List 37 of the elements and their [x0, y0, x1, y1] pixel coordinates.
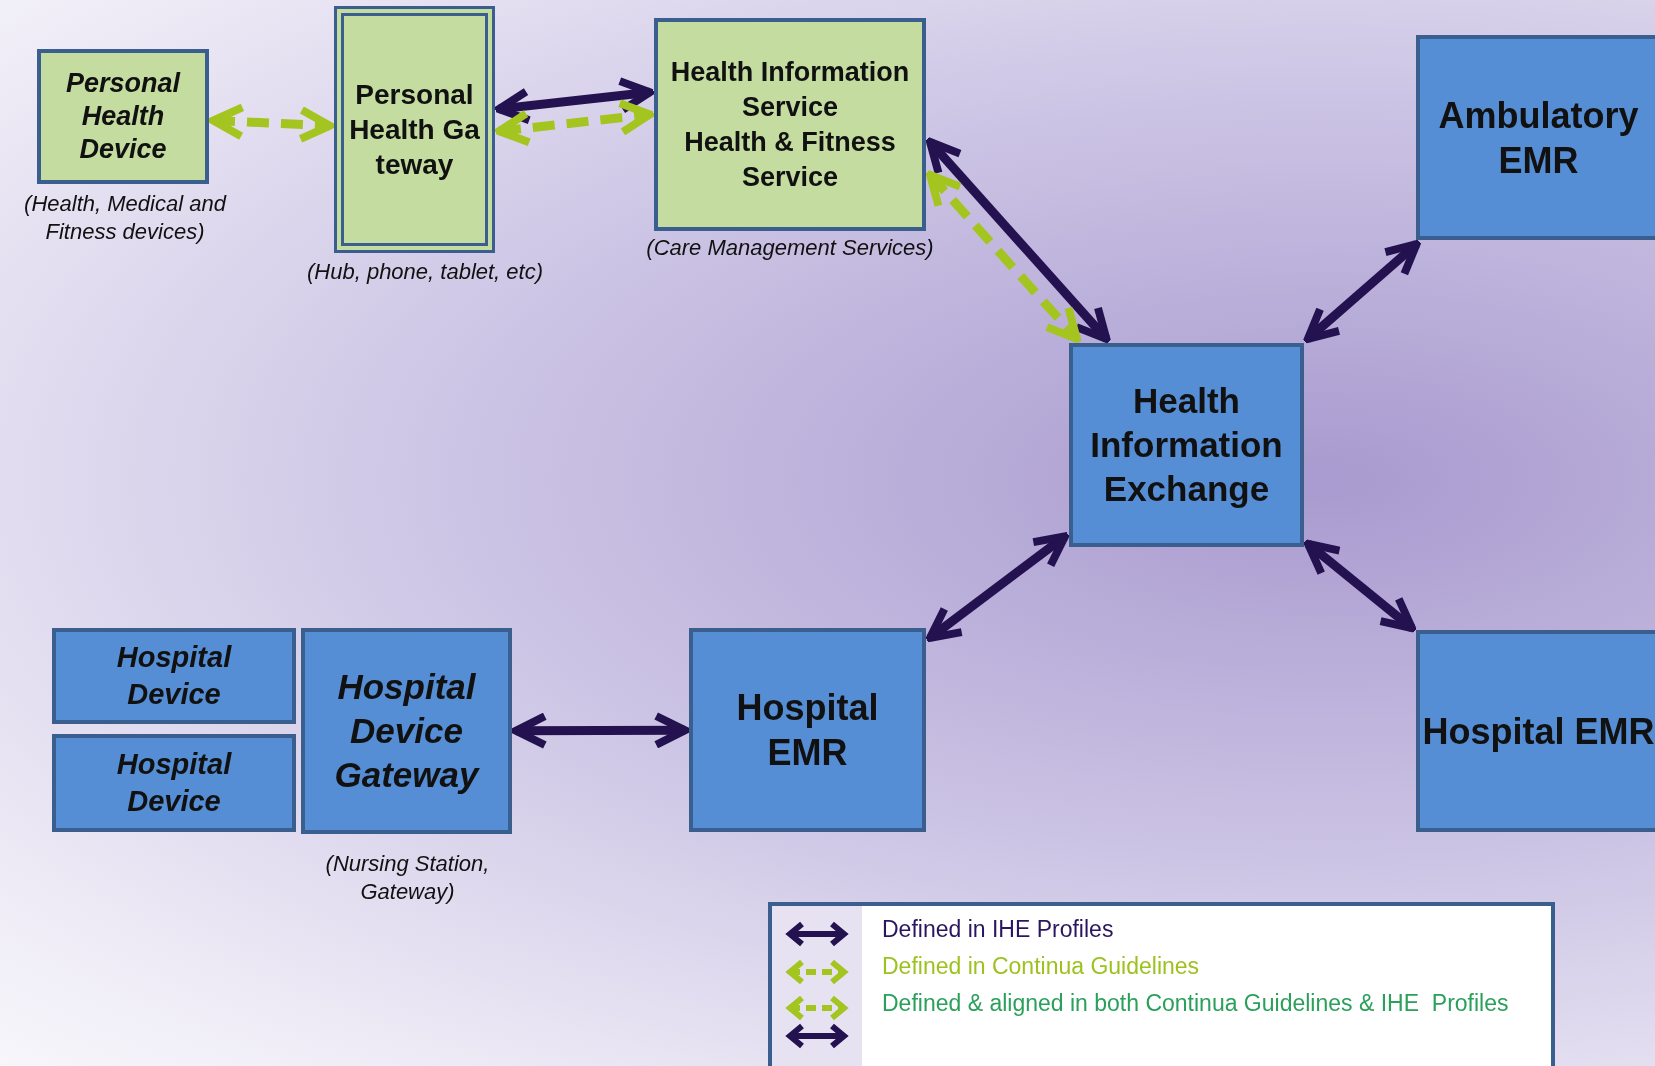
double-arrow	[495, 77, 654, 125]
node-label: Hospital Device	[115, 747, 233, 819]
process-box	[1416, 35, 1655, 240]
double-arrow	[512, 712, 689, 749]
node-caption: (Care Management Services)	[645, 234, 935, 262]
process-box	[1069, 343, 1304, 547]
node-caption: (Health, Medical and Fitness devices)	[23, 190, 228, 246]
node-label: Hospital Device Gateway	[333, 666, 481, 796]
legend-text: Defined in IHE Profiles	[882, 915, 1115, 944]
node-label: Hospital EMR	[1421, 709, 1655, 754]
double-arrow	[926, 532, 1069, 642]
process-box	[52, 734, 296, 832]
process-box	[37, 49, 209, 184]
node-label: Hospital Device	[115, 640, 233, 712]
legend-text: Defined & aligned in both Continua Guidelines & IHE Profiles	[882, 989, 1509, 1018]
process-box	[334, 6, 495, 253]
process-box	[654, 18, 926, 231]
process-box	[689, 628, 926, 832]
double-arrow	[1304, 539, 1416, 633]
double-arrow	[926, 137, 1111, 343]
double-arrow	[1303, 240, 1421, 343]
node-label: Personal Health Device	[64, 67, 182, 166]
legend-text: Defined in Continua Guidelines	[882, 952, 1201, 981]
node-label: Health & Fitness Service	[683, 125, 897, 194]
node-label: Hospital EMR	[735, 686, 880, 775]
double-arrow	[209, 103, 334, 143]
node-caption: (Hub, phone, tablet, etc)	[306, 258, 544, 286]
double-arrow	[926, 170, 1081, 343]
process-box	[1416, 630, 1655, 832]
node-caption: (Nursing Station, Gateway)	[324, 850, 491, 906]
node-label: Ambulatory EMR	[1437, 93, 1640, 183]
node-label: Health Information Exchange	[1089, 380, 1284, 510]
process-box	[301, 628, 512, 834]
process-box	[52, 628, 296, 724]
node-label: Personal Health Gateway	[348, 78, 481, 182]
double-arrow	[495, 99, 654, 147]
node-label: Health Information Service	[669, 55, 911, 124]
